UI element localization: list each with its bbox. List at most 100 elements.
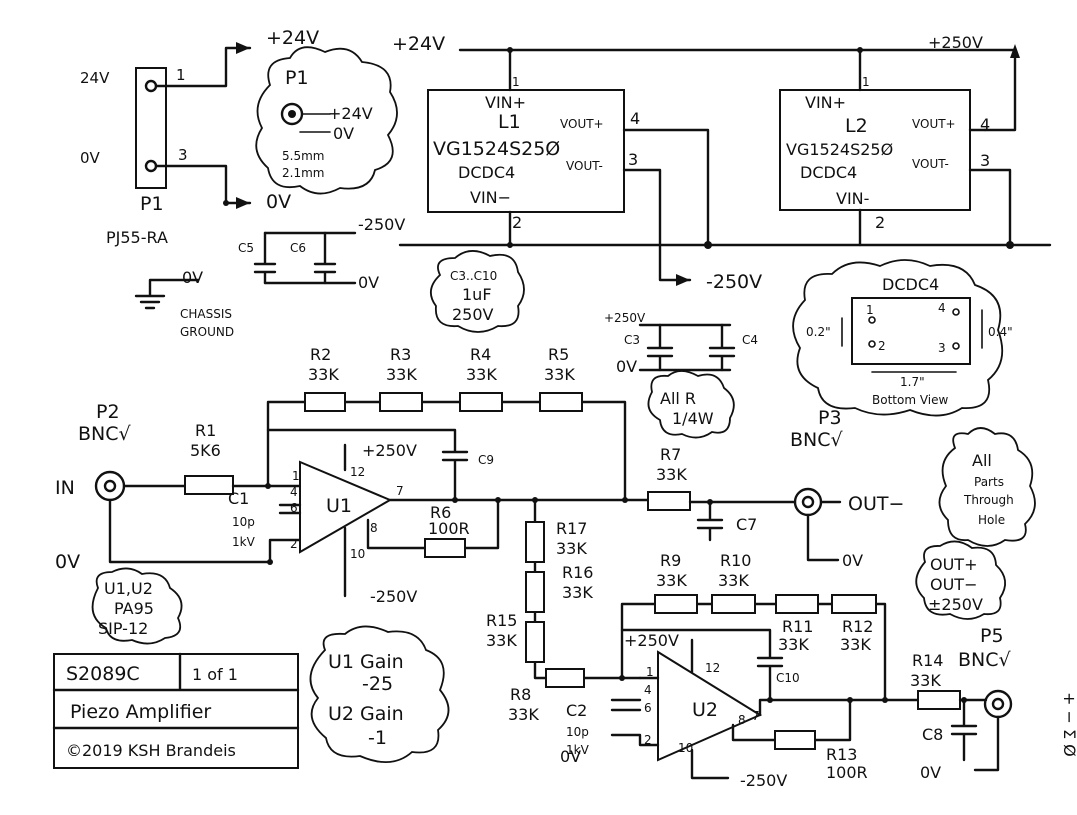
p3-bnc-label: BNC√ <box>790 429 844 451</box>
chassis-label-2: GROUND <box>180 325 234 339</box>
svg-text:U1 Gain: U1 Gain <box>328 651 404 673</box>
p5-bnc-icon <box>983 689 1013 719</box>
c10-cap <box>620 628 784 702</box>
svg-text:R10: R10 <box>720 551 751 570</box>
r6-label: R6 <box>430 503 451 522</box>
note-cloud-hv <box>915 540 1006 620</box>
copyright: ©2019 KSH Brandeis <box>66 741 236 760</box>
c2-cap <box>610 698 642 712</box>
r1 <box>184 475 234 495</box>
svg-text:U2 Gain: U2 Gain <box>328 703 404 725</box>
barrel-jack-note: P1 +24V 0V 5.5mm 2.1mm <box>255 46 398 195</box>
svg-text:2: 2 <box>875 213 885 232</box>
svg-text:1kV: 1kV <box>566 743 590 757</box>
p1-pin3-label: 3 <box>178 146 188 164</box>
r7-label: R7 <box>660 445 681 464</box>
p2-bnc-icon <box>94 470 126 502</box>
svg-text:C3..C10: C3..C10 <box>450 269 497 283</box>
svg-text:4: 4 <box>644 683 652 697</box>
u1-opamp <box>299 460 393 554</box>
r11 <box>775 594 819 614</box>
svg-text:6: 6 <box>290 501 298 515</box>
u1-vminus: -250V <box>370 587 417 606</box>
svg-text:33K: 33K <box>656 571 687 590</box>
l1-type: DCDC4 <box>458 163 515 182</box>
r6-value: 100R <box>428 519 470 538</box>
p2-bnc-label: BNC√ <box>78 423 132 445</box>
svg-text:8: 8 <box>370 521 378 535</box>
chassis-0v: 0V <box>182 268 203 287</box>
l2-type: DCDC4 <box>800 163 857 182</box>
svg-text:SIP-12: SIP-12 <box>98 619 148 638</box>
r10 <box>711 594 756 614</box>
svg-text:10: 10 <box>678 741 693 755</box>
svg-text:3: 3 <box>980 151 990 170</box>
p1-part: PJ55-RA <box>106 228 168 247</box>
chassis-label-1: CHASSIS <box>180 307 232 321</box>
u2-vminus: -250V <box>740 771 787 790</box>
svg-text:12: 12 <box>705 661 720 675</box>
rail-label-minus250-a: -250V <box>706 271 762 293</box>
l2-part: VG1524S25Ø <box>786 140 893 159</box>
svg-text:6: 6 <box>644 701 652 715</box>
output-gnd-label: 0V <box>842 551 863 570</box>
p2-name: P2 <box>96 401 120 423</box>
wire-l1-voutn <box>622 168 692 282</box>
svg-text:-1: -1 <box>368 727 387 749</box>
u2-vplus: +250V <box>624 631 679 650</box>
label-24v: 24V <box>80 69 110 87</box>
c34-rail-label: +250V <box>604 311 646 325</box>
svg-text:1: 1 <box>646 665 654 679</box>
dcdc-view-caption: Bottom View <box>872 393 948 407</box>
cap-note: C3..C10 1uF 250V <box>430 250 525 333</box>
svg-text:33K: 33K <box>556 539 587 558</box>
svg-text:2: 2 <box>290 537 298 551</box>
c6-label: C6 <box>290 241 306 255</box>
r12 <box>831 594 877 614</box>
barrel-pos: +24V <box>328 104 373 123</box>
svg-text:1: 1 <box>512 75 520 89</box>
svg-text:R2: R2 <box>310 345 331 364</box>
c7-label: C7 <box>736 515 757 534</box>
svg-text:7: 7 <box>752 709 760 723</box>
fb1-wire <box>266 400 627 502</box>
svg-text:-25: -25 <box>362 673 393 695</box>
c2-label: C2 <box>566 701 587 720</box>
svg-text:R12: R12 <box>842 617 873 636</box>
arrow-0v <box>236 197 250 209</box>
c9-label: C9 <box>478 453 494 467</box>
supply-rails: +24V +250V <box>392 33 1052 247</box>
c56-rail-label: -250V <box>358 215 405 234</box>
sheet-number: 1 of 1 <box>192 665 238 684</box>
caps-c3-c4: +250V C3 C4 0V <box>604 311 758 376</box>
u2-label: U2 <box>692 699 718 721</box>
svg-text:33K: 33K <box>466 365 497 384</box>
p5-polarity-note: + − Σ Ø <box>1060 692 1077 757</box>
note-cloud-caps <box>430 250 525 333</box>
r13-value: 100R <box>826 763 868 782</box>
c4-label: C4 <box>742 333 758 347</box>
svg-text:3: 3 <box>938 341 946 355</box>
svg-text:R16: R16 <box>562 563 593 582</box>
p5-gnd-label: 0V <box>920 763 941 782</box>
svg-text:R9: R9 <box>660 551 681 570</box>
r13 <box>774 730 816 750</box>
svg-text:0.2": 0.2" <box>806 325 831 339</box>
l1-voutn: VOUT- <box>566 159 603 173</box>
input-gnd-label: 0V <box>55 551 80 573</box>
resistor-note: All R 1/4W <box>647 370 735 439</box>
r1-label: R1 <box>195 421 216 440</box>
svg-text:10p: 10p <box>232 515 255 529</box>
r4 <box>459 392 503 412</box>
notes-right: All Parts Through Hole OUT+ OUT− ±250V U… <box>91 427 1036 763</box>
p3-name: P3 <box>818 407 842 429</box>
dcdc4-bottom-view: DCDC4 0.2" 0.4" 1.7" Bottom View 1 2 3 4 <box>792 259 1013 417</box>
svg-text:U1,U2: U1,U2 <box>104 579 153 598</box>
u1-label: U1 <box>326 495 352 517</box>
svg-text:4: 4 <box>980 115 990 134</box>
svg-text:33K: 33K <box>486 631 517 650</box>
svg-text:1uF: 1uF <box>462 285 492 304</box>
p5-name: P5 <box>980 625 1004 647</box>
svg-text:33K: 33K <box>308 365 339 384</box>
